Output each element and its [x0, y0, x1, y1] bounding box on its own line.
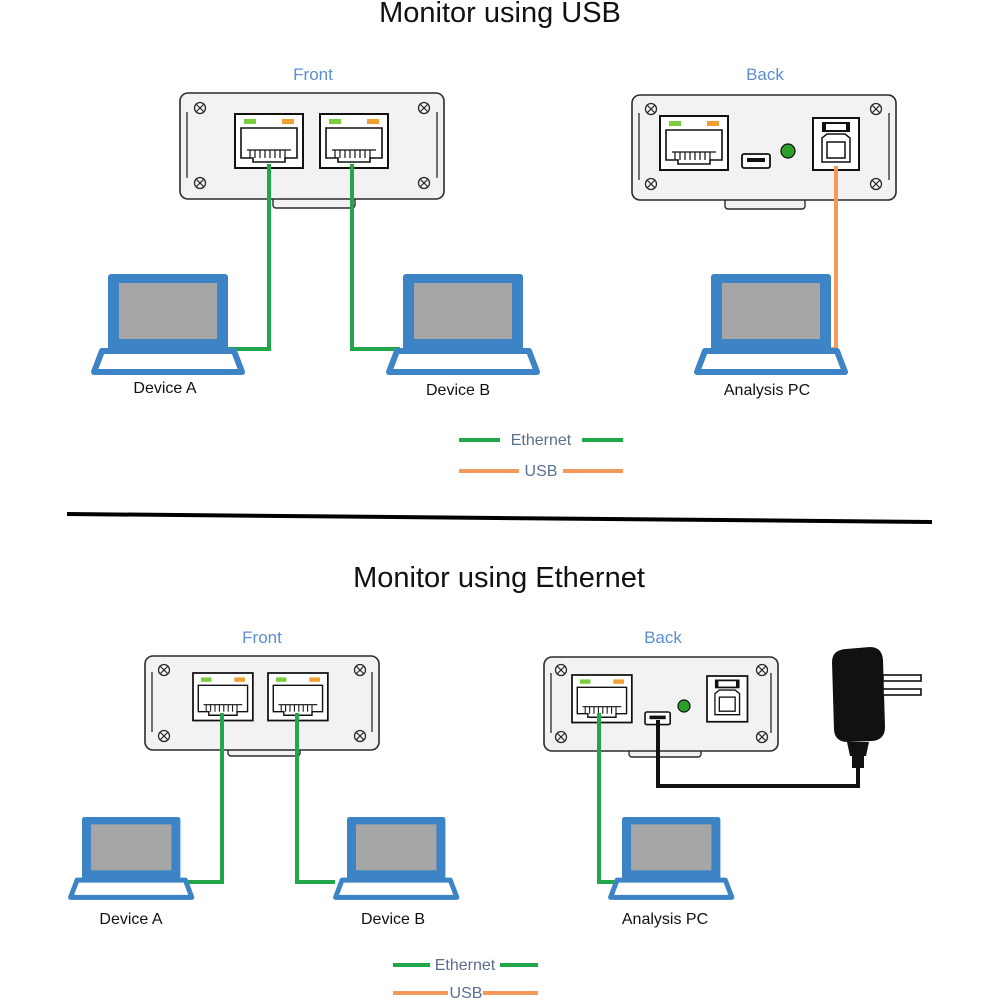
- rj45-port-icon: [659, 115, 729, 171]
- usb-b-port-icon: [812, 117, 860, 171]
- screw-icon: [193, 101, 207, 115]
- ethernet-cable-b: [350, 164, 400, 351]
- rj45-port-icon: [234, 113, 304, 169]
- section-divider: [66, 512, 933, 524]
- laptop-icon: [336, 817, 457, 897]
- ethernet-legend: Ethernet USB: [393, 957, 538, 1000]
- ethernet-front-label: Front: [242, 628, 282, 647]
- ethernet-front-device: [144, 655, 380, 757]
- laptop-icon: [697, 274, 845, 372]
- usb-front-label: Front: [293, 65, 333, 84]
- screw-icon: [869, 177, 883, 191]
- laptop-icon: [94, 274, 242, 372]
- rj45-port-icon: [571, 674, 633, 724]
- laptop-icon: [611, 817, 732, 897]
- screw-icon: [644, 102, 658, 116]
- micro-usb-port-icon: [741, 153, 771, 169]
- ethernet-section-title: Monitor using Ethernet: [353, 562, 645, 594]
- usb-back-device: [631, 94, 897, 210]
- screw-icon: [554, 663, 568, 677]
- usb-section-title: Monitor using USB: [379, 0, 621, 29]
- screw-icon: [417, 176, 431, 190]
- ethernet-device-a-label: Device A: [99, 911, 162, 928]
- screw-icon: [755, 663, 769, 677]
- screw-icon: [554, 730, 568, 744]
- ethernet-back-device: [543, 656, 779, 758]
- screw-icon: [193, 176, 207, 190]
- ethernet-cable-b: [295, 713, 335, 884]
- status-led-icon: [677, 699, 691, 713]
- screw-icon: [157, 729, 171, 743]
- usb-legend-ethernet: Ethernet: [511, 432, 572, 449]
- status-led-icon: [780, 143, 796, 159]
- usb-back-label: Back: [746, 65, 784, 84]
- usb-b-port-icon: [706, 675, 749, 723]
- ethernet-device-b-label: Device B: [361, 911, 425, 928]
- usb-device-a-label: Device A: [133, 380, 196, 397]
- ethernet-legend-ethernet: Ethernet: [435, 957, 496, 974]
- usb-legend: Ethernet USB: [459, 432, 623, 480]
- ethernet-cable-a: [187, 713, 224, 884]
- laptop-icon: [389, 274, 537, 372]
- ethernet-analysis-pc-label: Analysis PC: [622, 911, 708, 928]
- power-cable: [656, 720, 860, 788]
- screw-icon: [353, 729, 367, 743]
- usb-legend-usb: USB: [525, 463, 558, 480]
- ethernet-cable-analysis: [597, 713, 616, 884]
- screw-icon: [157, 663, 171, 677]
- screw-icon: [755, 730, 769, 744]
- ethernet-legend-usb: USB: [450, 985, 483, 1000]
- usb-analysis-pc-label: Analysis PC: [724, 382, 810, 399]
- screw-icon: [353, 663, 367, 677]
- laptop-icon: [71, 817, 192, 897]
- ethernet-back-label: Back: [644, 628, 682, 647]
- power-adapter-icon: [832, 647, 922, 768]
- screw-icon: [869, 102, 883, 116]
- screw-icon: [644, 177, 658, 191]
- ethernet-cable-a: [222, 164, 271, 351]
- usb-front-device: [179, 92, 445, 209]
- usb-device-b-label: Device B: [426, 382, 490, 399]
- screw-icon: [417, 101, 431, 115]
- rj45-port-icon: [319, 113, 389, 169]
